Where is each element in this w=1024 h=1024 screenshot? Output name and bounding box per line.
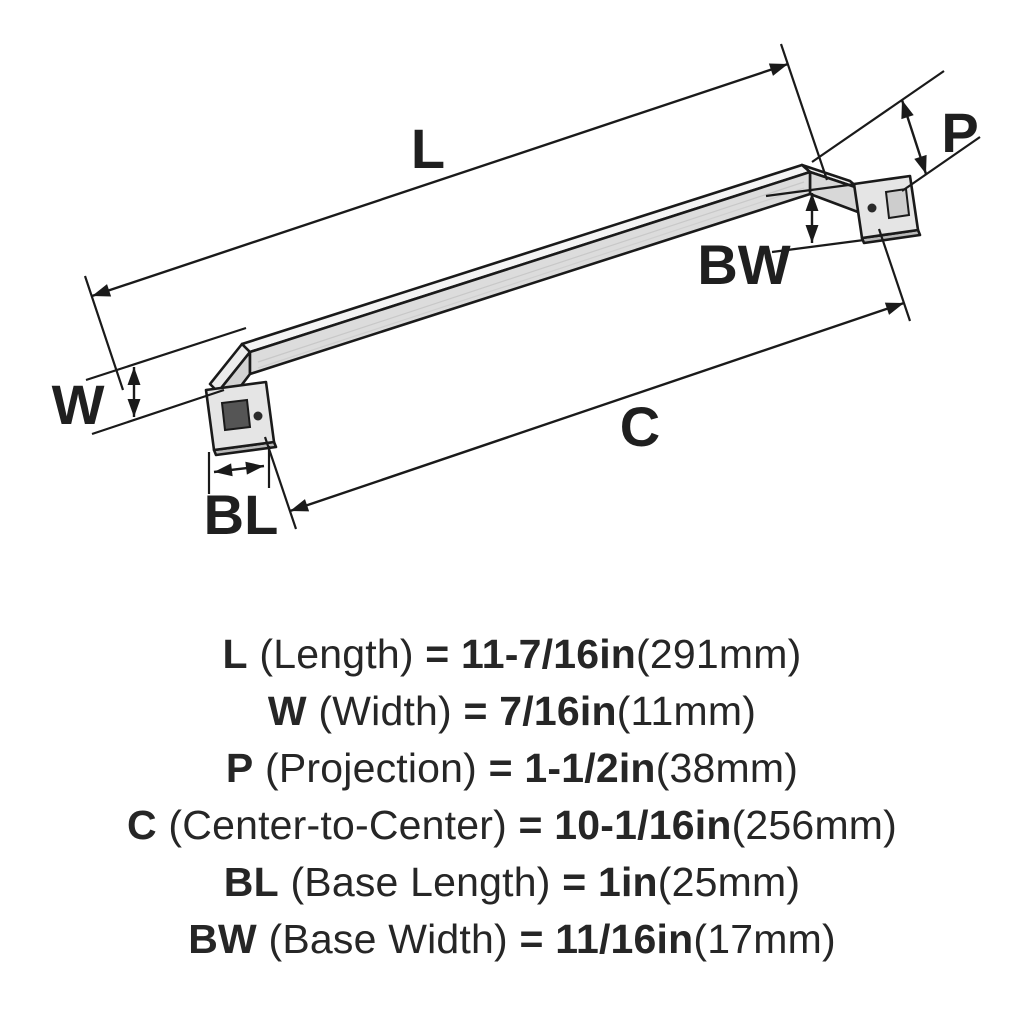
spec-metric: (11mm) (616, 688, 757, 734)
spec-equals: = (488, 745, 513, 791)
spec-row-L: L (Length) = 11-7/16in(291mm) (0, 626, 1024, 683)
spec-label: BL (223, 859, 279, 905)
spec-equals: = (519, 916, 544, 962)
dimension-label-BW: BW (697, 233, 790, 296)
dimension-label-C: C (620, 395, 660, 458)
spec-value: 11-7/16in (461, 631, 637, 677)
spec-name: (Projection) (265, 745, 478, 791)
spec-label: BW (188, 916, 257, 962)
spec-label: P (225, 745, 254, 791)
spec-metric: (25mm) (657, 859, 801, 905)
extension-line (771, 238, 865, 254)
spec-value: 1-1/2in (524, 745, 656, 791)
right-base-inset (884, 187, 911, 220)
spec-equals: = (425, 631, 450, 677)
dimension-L: L (83, 43, 829, 391)
spec-row-C: C (Center-to-Center) = 10-1/16in(256mm) (0, 797, 1024, 854)
spec-equals: = (518, 802, 543, 848)
extension-line (877, 228, 912, 322)
dimension-P: P (811, 70, 981, 192)
extension-line (263, 436, 298, 530)
spec-metric: (17mm) (693, 916, 836, 962)
spec-name: (Length) (259, 631, 414, 677)
spec-label: C (127, 802, 157, 848)
dimension-line-P (900, 99, 928, 175)
dimension-W: W (52, 326, 247, 436)
dimension-C: C (263, 228, 912, 530)
spec-metric: (256mm) (731, 802, 897, 848)
dimension-label-P: P (941, 101, 978, 164)
dimension-BW: BW (697, 182, 865, 296)
spec-row-P: P (Projection) = 1-1/2in(38mm) (0, 740, 1024, 797)
spec-row-BL: BL (Base Length) = 1in(25mm) (0, 854, 1024, 911)
dimension-line-L (91, 62, 789, 298)
spec-row-BW: BW (Base Width) = 11/16in(17mm) (0, 911, 1024, 968)
spec-metric: (291mm) (636, 631, 802, 677)
right-screw-hole (867, 203, 877, 213)
spec-equals: = (463, 688, 488, 734)
spec-label: L (222, 631, 248, 677)
dimension-label-L: L (411, 117, 445, 180)
left-base-inset (220, 398, 252, 432)
spec-list: L (Length) = 11-7/16in(291mm) W (Width) … (0, 626, 1024, 968)
spec-metric: (38mm) (655, 745, 799, 791)
extension-line (91, 388, 225, 436)
spec-equals: = (562, 859, 587, 905)
extension-line (85, 326, 247, 382)
dimension-line-BL (213, 461, 265, 477)
spec-label: W (267, 688, 307, 734)
extension-line (765, 182, 857, 198)
extension-line (901, 136, 981, 192)
spec-value: 10-1/16in (554, 802, 732, 848)
spec-name: (Center-to-Center) (168, 802, 507, 848)
spec-name: (Width) (318, 688, 452, 734)
dimension-label-BL: BL (204, 483, 279, 546)
dimension-line-C (289, 301, 905, 513)
left-screw-hole (253, 411, 263, 421)
dimension-BL: BL (204, 446, 279, 546)
dimension-label-W: W (52, 373, 105, 436)
extension-line (811, 70, 945, 163)
spec-value: 1in (597, 859, 658, 905)
spec-name: (Base Length) (290, 859, 551, 905)
spec-row-W: W (Width) = 7/16in(11mm) (0, 683, 1024, 740)
spec-name: (Base Width) (268, 916, 508, 962)
spec-value: 7/16in (499, 688, 617, 734)
spec-value: 11/16in (555, 916, 694, 962)
